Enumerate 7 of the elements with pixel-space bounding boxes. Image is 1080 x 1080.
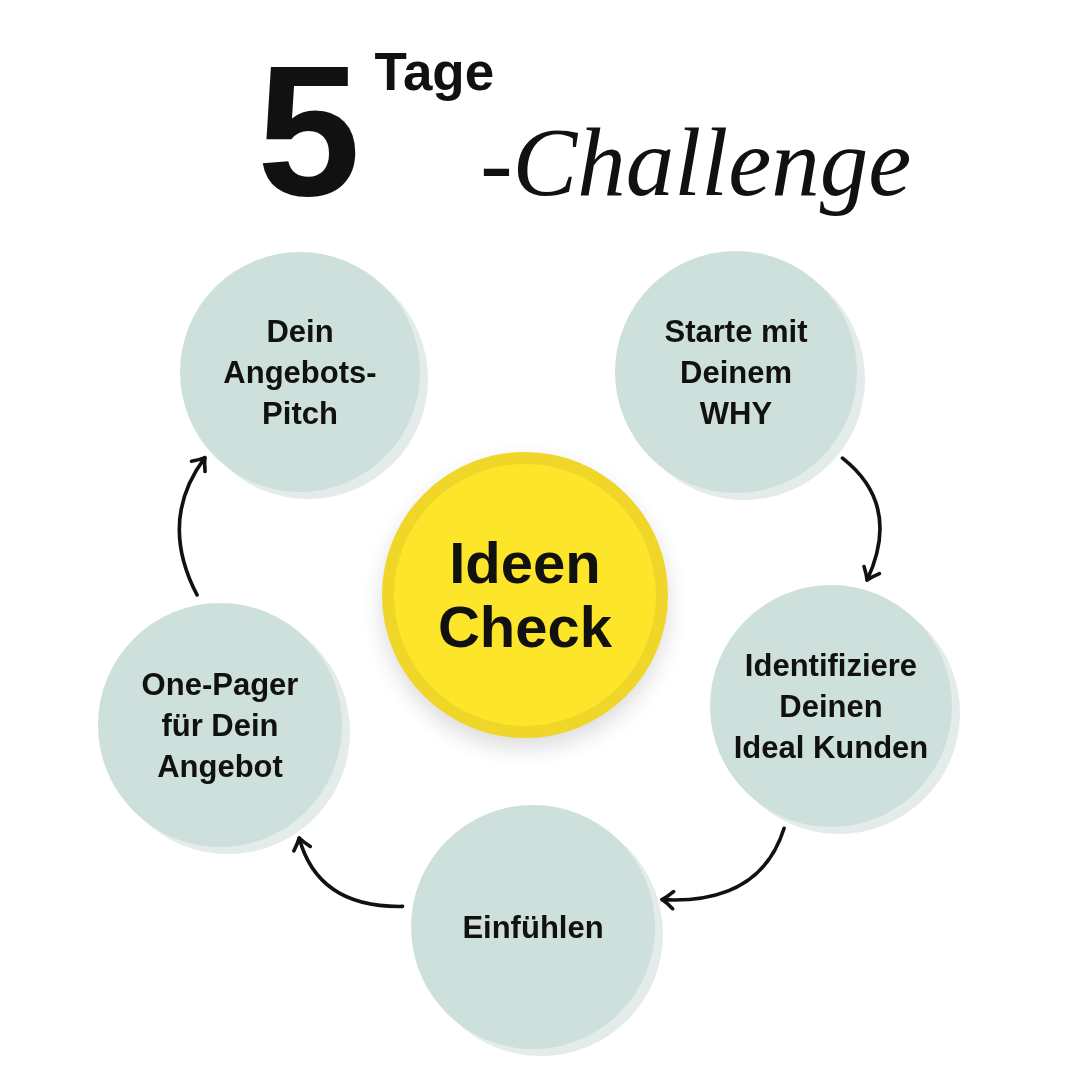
center-label: Ideen Check [436, 531, 614, 659]
step-label: One-Pager für Dein Angebot [140, 665, 300, 786]
step-label: Identifiziere Deinen Ideal Kunden [732, 646, 930, 767]
step-label: Einfühlen [461, 908, 605, 947]
step-label: Starte mit Deinem WHY [663, 312, 809, 433]
step-label: Dein Angebots-Pitch [222, 312, 378, 433]
title: 5$^{Tage}$-Challenge [257, 26, 912, 236]
